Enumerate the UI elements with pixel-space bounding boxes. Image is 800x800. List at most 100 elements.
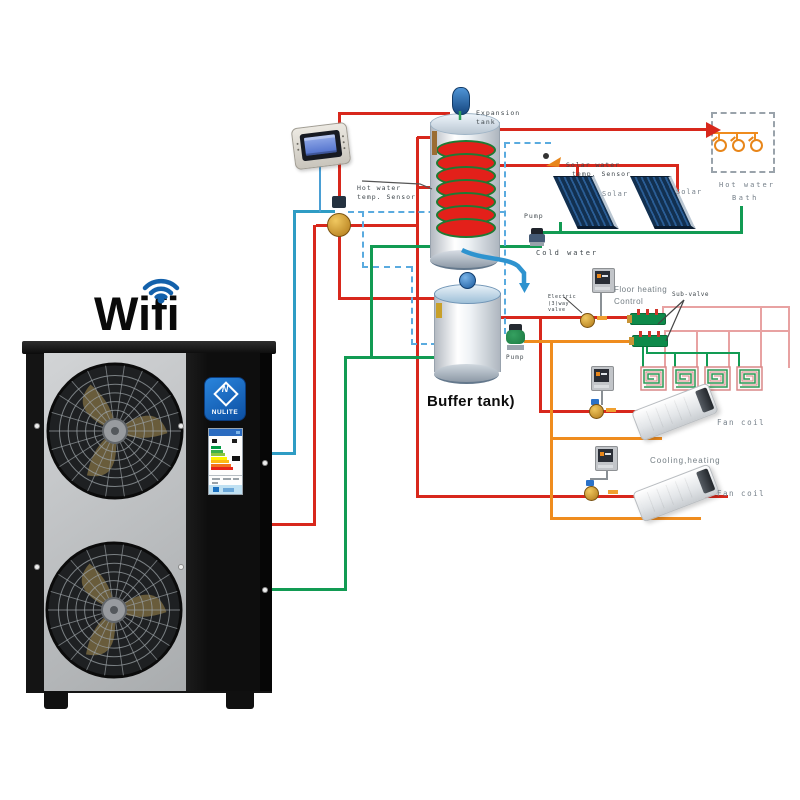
label-pump-buffer: Pump [506,354,525,361]
controller-cable [319,162,321,212]
pipe-teal [293,210,296,455]
screw [263,461,267,465]
pipe-solar-return [536,231,743,234]
label-sub-valve: Sub-valve [672,291,710,298]
floor-feed [706,352,708,367]
pipe-solar-return [740,206,743,234]
zone-valve [580,313,595,328]
pipe-green [344,356,347,591]
tank-sticker [432,131,437,155]
wire-dashed [362,211,364,268]
pipe-hot-to-bath [497,128,706,131]
label-buffer-tank: Buffer tank) [427,393,515,410]
solar-pump [529,228,545,246]
floor-coil-icon [640,366,667,391]
screw [179,424,183,428]
bath-drop [754,132,756,141]
energy-label-header [209,429,242,436]
three-way-valve [327,213,351,237]
screw [35,424,39,428]
pipe-green [370,247,373,359]
label-solar-2: Solar [676,188,703,196]
thermo-stem [601,390,603,405]
wire-dashed [411,266,413,345]
floor-loop [760,306,762,368]
zone-valve [589,404,604,419]
label-pump-solar: Pump [524,212,544,220]
label-fan-coil-2: Fan coil [717,489,766,498]
pipe-hot [316,224,331,227]
floor-feed [738,352,740,367]
screw [35,565,39,569]
pipe-hot [416,137,419,498]
pipe-return [550,437,662,440]
buffer-sticker [436,303,442,318]
brand-logo: N NULITE [204,377,246,421]
energy-class-marker [232,456,240,461]
pipe-return [524,340,637,343]
floor-loop [664,330,666,368]
fan-grille-top [46,362,184,500]
floor-coil-icon [736,366,763,391]
floor-feed [642,346,644,367]
solar-panel-2 [630,176,696,229]
label-cold-water: Cold water [536,249,599,257]
unit-lid [22,341,276,354]
floor-feed [646,352,740,354]
pipe-teal [270,452,296,455]
thermo-stem [590,478,608,480]
buffer-bottom [434,364,499,384]
tap-icon [732,139,745,152]
pipe-hot [346,224,418,227]
floor-manifold-return [629,331,668,347]
pipe-hot [497,316,635,319]
controller-screen [303,134,337,156]
pipe-hot [338,297,437,300]
energy-label-sticker [208,428,243,495]
pipe-hot [338,232,341,299]
floor-loop [662,306,790,308]
label-bath: Bath [732,194,759,202]
floor-loop [696,330,698,368]
wire-dashed [504,142,551,144]
floor-manifold-supply [627,309,666,325]
zone-valve [584,486,599,501]
buffer-vent-knob [459,272,476,289]
wired-controller [290,121,352,171]
hot-water-bath-box [711,112,775,173]
expansion-tank-icon [452,87,470,115]
tap-icon [750,139,763,152]
pipe-hot [338,112,450,115]
pipe-solar-supply [676,164,679,196]
floor-loop [728,330,730,368]
pipe-hot [417,136,437,139]
pipe-return [550,340,553,520]
pipe-hot [416,495,728,498]
thermostat-fan-coil-2 [595,446,618,471]
wire-dashed [504,142,506,334]
floor-coil-icon [704,366,731,391]
fan-coil-vent [694,387,715,413]
wifi-icon [142,278,180,304]
pipe-solar-return [559,222,562,234]
fan-coil-unit-2 [631,463,721,523]
wire-dashed [411,343,437,345]
bath-drop [736,132,738,141]
buffer-pump [506,324,525,350]
floor-feed [674,352,676,367]
valve-actuator [332,196,346,208]
wire-dashed [348,211,505,213]
screw [263,588,267,592]
tap-icon [714,139,727,152]
floor-loop [664,330,790,332]
cold-water-arrow [519,283,530,293]
thermostat-fan-coil-1 [591,366,614,391]
controller-bezel [299,129,343,162]
pipe-hot [313,225,316,526]
fan-coil-unit-1 [630,382,720,442]
